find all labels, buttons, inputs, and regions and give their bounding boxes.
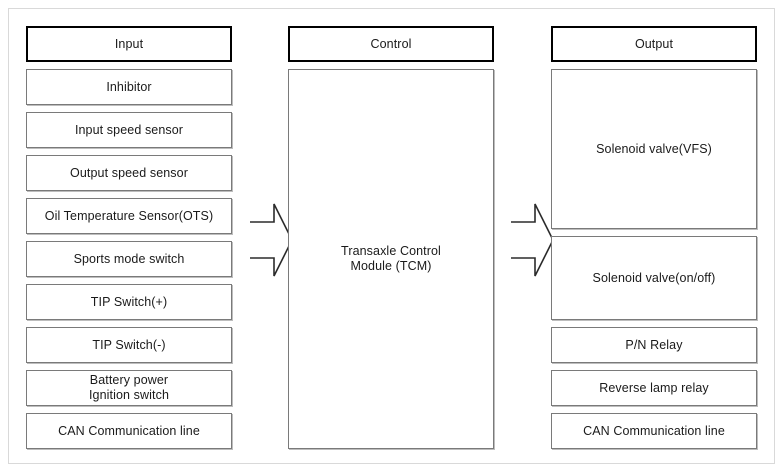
output-column-header: Output (551, 26, 757, 62)
input-item-battery-power-ignition-switch[interactable]: Battery power Ignition switch (26, 370, 232, 406)
output-item-reverse-lamp-relay[interactable]: Reverse lamp relay (551, 370, 757, 406)
control-item-transaxle-control-module[interactable]: Transaxle Control Module (TCM) (288, 69, 494, 449)
input-item-label: TIP Switch(+) (90, 294, 168, 309)
output-item-label: P/N Relay (625, 337, 683, 352)
control-item-label: Transaxle Control Module (TCM) (341, 244, 441, 273)
input-header-label: Input (114, 36, 144, 51)
output-item-solenoid-valve-vfs[interactable]: Solenoid valve(VFS) (551, 69, 757, 229)
output-item-label: Solenoid valve(VFS) (596, 141, 712, 156)
input-item-label: Output speed sensor (70, 165, 188, 180)
input-item-label: Inhibitor (106, 79, 152, 94)
output-header-label: Output (634, 36, 674, 51)
input-item-can-communication-line[interactable]: CAN Communication line (26, 413, 232, 449)
control-to-output-arrow (509, 200, 555, 280)
output-item-label: CAN Communication line (583, 423, 725, 438)
input-item-input-speed-sensor[interactable]: Input speed sensor (26, 112, 232, 148)
input-item-sports-mode-switch[interactable]: Sports mode switch (26, 241, 232, 277)
input-column-header: Input (26, 26, 232, 62)
control-header-label: Control (370, 36, 412, 51)
input-item-label: Oil Temperature Sensor(OTS) (44, 208, 214, 223)
output-item-can-communication-line[interactable]: CAN Communication line (551, 413, 757, 449)
output-item-label: Reverse lamp relay (599, 380, 709, 395)
input-item-label: CAN Communication line (58, 423, 200, 438)
output-item-solenoid-valve-on-off[interactable]: Solenoid valve(on/off) (551, 236, 757, 320)
input-item-output-speed-sensor[interactable]: Output speed sensor (26, 155, 232, 191)
right-block-arrow-icon (511, 203, 554, 277)
input-item-tip-switch-minus[interactable]: TIP Switch(-) (26, 327, 232, 363)
input-item-label: Battery power Ignition switch (88, 373, 169, 402)
input-item-oil-temperature-sensor[interactable]: Oil Temperature Sensor(OTS) (26, 198, 232, 234)
input-item-inhibitor[interactable]: Inhibitor (26, 69, 232, 105)
input-item-tip-switch-plus[interactable]: TIP Switch(+) (26, 284, 232, 320)
output-item-pn-relay[interactable]: P/N Relay (551, 327, 757, 363)
control-column-header: Control (288, 26, 494, 62)
output-item-label: Solenoid valve(on/off) (592, 270, 716, 285)
input-item-label: Input speed sensor (74, 122, 184, 137)
input-item-label: TIP Switch(-) (92, 337, 166, 352)
input-item-label: Sports mode switch (73, 251, 185, 266)
